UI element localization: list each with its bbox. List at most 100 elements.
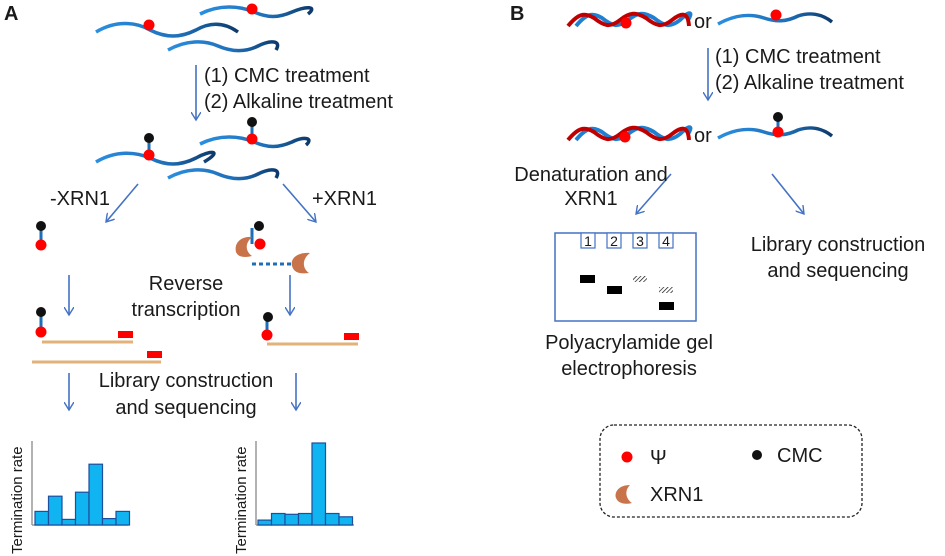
arrow-library (771, 173, 804, 214)
label-plus-xrn1: +XRN1 (312, 188, 377, 210)
lane-label: 3 (636, 233, 644, 249)
psi-dot-icon (621, 451, 633, 463)
psi-dot (619, 131, 631, 143)
arrow-denaturation (636, 173, 672, 214)
psi-dot (620, 17, 632, 29)
label-and-sequencing-b: and sequencing (767, 260, 908, 282)
rna-strand (95, 150, 216, 166)
xrn1-enzyme (291, 252, 310, 274)
label-electrophoresis: electrophoresis (561, 358, 697, 380)
rna-single-treated (717, 112, 834, 140)
plus-xrn1-strands (235, 221, 366, 274)
gel-band (607, 286, 622, 294)
psi-dot (35, 326, 47, 338)
bar-series (257, 442, 354, 526)
histogram-bar (338, 516, 354, 526)
termination-chart-plus-xrn1: Termination rate (233, 441, 354, 554)
cmc-dot-icon (752, 450, 762, 460)
rna-group-initial (95, 3, 314, 53)
adapter (147, 351, 162, 358)
gel-well (606, 232, 622, 249)
gel-band-faint (659, 287, 673, 293)
cmc-dot (254, 221, 264, 231)
rna-dna-duplex-treated (566, 125, 693, 143)
adapter (344, 333, 359, 340)
dna-strand (566, 125, 691, 142)
rna-strand (167, 40, 280, 53)
step-alkaline-treatment-b: (2) Alkaline treatment (715, 72, 904, 94)
label-minus-xrn1: -XRN1 (50, 188, 110, 210)
rna-group-treated (95, 117, 311, 181)
label-library-construction-b: Library construction (751, 234, 926, 256)
y-axis-label: Termination rate (233, 446, 250, 554)
legend-xrn1-label: XRN1 (650, 484, 703, 506)
lane-label: 2 (610, 233, 618, 249)
histogram-bar (324, 512, 340, 526)
step-cmc-treatment-b: (1) CMC treatment (715, 46, 881, 68)
lane-label: 1 (584, 233, 592, 249)
label-or: or (694, 125, 712, 147)
histogram-bar (115, 510, 131, 526)
psi-dot (246, 3, 258, 15)
histogram-bar (311, 442, 327, 526)
dna-strand (566, 11, 691, 28)
adapter (118, 331, 133, 338)
cmc-dot (36, 221, 46, 231)
rna-strand (717, 12, 834, 26)
step-alkaline-treatment-a: (2) Alkaline treatment (204, 91, 393, 113)
gel-frame (554, 232, 697, 322)
histogram-bar (284, 513, 300, 526)
label-library-construction-a: Library construction (99, 370, 274, 392)
psi-dot (261, 329, 273, 341)
psi-dot (254, 238, 266, 250)
xrn1-icon (615, 485, 632, 504)
legend-psi-label: Ψ (650, 447, 667, 469)
rna-strand (95, 21, 240, 38)
legend: Ψ CMC XRN1 (599, 424, 863, 518)
label-polyacrylamide-gel: Polyacrylamide gel (545, 332, 713, 354)
label-or: or (694, 11, 712, 33)
gel-well (580, 232, 596, 249)
gel-well (658, 232, 674, 249)
arrow-minus-xrn1 (106, 183, 139, 222)
cmc-dot (247, 117, 257, 127)
label-transcription: transcription (132, 299, 241, 321)
minus-xrn1-rt-products (4, 307, 162, 364)
histogram-bar (270, 512, 286, 526)
label-reverse: Reverse (149, 273, 223, 295)
rna-strand (167, 168, 280, 181)
cmc-dot (773, 112, 783, 122)
legend-cmc-label: CMC (777, 445, 823, 467)
psi-dot (772, 126, 784, 138)
histogram-bar (61, 518, 77, 526)
arrow-plus-xrn1 (282, 183, 316, 222)
panel-label-b: B (510, 3, 524, 25)
termination-chart-minus-xrn1: Termination rate (9, 441, 131, 554)
histogram-bar (74, 491, 90, 526)
rna-dna-duplex-initial (566, 11, 693, 29)
histogram-bar (101, 517, 117, 526)
histogram-bar (88, 463, 104, 526)
panel-label-a: A (4, 3, 18, 25)
psi-dot (143, 149, 155, 161)
rna-strand (199, 135, 311, 149)
gel-well (632, 232, 648, 249)
rna-strand (199, 5, 314, 19)
histogram-bar (257, 519, 273, 526)
psi-dot (246, 133, 258, 145)
cmc-dot (144, 133, 154, 143)
label-xrn1: XRN1 (564, 188, 617, 210)
histogram-bar (297, 512, 313, 526)
psi-dot (35, 239, 47, 251)
label-denaturation: Denaturation and (514, 164, 667, 186)
gel-diagram: 1 2 3 4 (554, 232, 697, 322)
cmc-dot (36, 307, 46, 317)
cmc-dot (263, 312, 273, 322)
plus-xrn1-rt-products (261, 312, 359, 346)
gel-band (580, 275, 595, 283)
psi-dot (143, 19, 155, 31)
lane-label: 4 (662, 233, 670, 249)
xrn1-enzyme (235, 236, 252, 257)
legend-frame (599, 424, 863, 518)
